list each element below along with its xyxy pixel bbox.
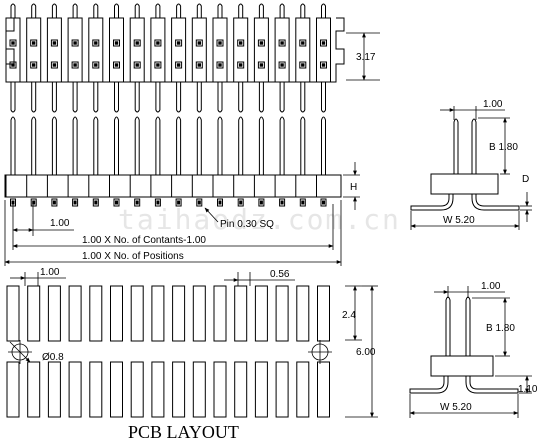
pcb-pad-pair xyxy=(110,285,123,418)
dim-d xyxy=(520,192,532,222)
pcb-pad-pair xyxy=(151,285,165,418)
dim-w-bottom-label: W 5.20 xyxy=(440,402,472,413)
dim-pad-length xyxy=(345,285,362,341)
pcb-pad-pair xyxy=(68,285,82,418)
top-pin xyxy=(109,3,124,113)
front-pin xyxy=(109,116,120,207)
top-pin xyxy=(129,3,145,113)
pcb-pad-pair xyxy=(213,285,227,418)
top-pin xyxy=(191,3,207,113)
front-pin xyxy=(46,116,58,207)
pin-note-label: Pin 0.30 SQ xyxy=(220,219,274,230)
dim-b-top xyxy=(478,117,510,175)
pcb-pad-pair xyxy=(275,285,289,418)
pcb-hole-left xyxy=(8,340,32,364)
dim-w-top xyxy=(410,211,520,230)
dim-pad-width xyxy=(224,272,295,286)
dim-pitch-top xyxy=(12,204,74,236)
front-view-pins xyxy=(5,116,327,207)
top-pin xyxy=(171,3,187,113)
pcb-pad-pair xyxy=(6,285,20,418)
pcb-pad-pair xyxy=(192,285,206,418)
dim-pad-width-label: 0.56 xyxy=(270,269,290,280)
pin-note-leader xyxy=(204,207,219,223)
dim-overall-label: 6.00 xyxy=(356,347,376,358)
top-pin xyxy=(26,3,42,113)
dim-d-label: D xyxy=(522,174,529,185)
dim-overall xyxy=(345,285,378,418)
front-pin xyxy=(67,116,79,207)
front-pin xyxy=(26,116,37,207)
pcb-pads xyxy=(6,285,330,418)
pcb-pad-pair xyxy=(130,285,144,418)
pcb-pad-pair xyxy=(172,285,186,418)
pcb-pad-pair xyxy=(296,285,310,418)
top-pin xyxy=(88,3,104,113)
pcb-hole-right xyxy=(308,340,332,364)
dim-pitch-side-top xyxy=(440,106,505,120)
dim-w-bottom xyxy=(409,394,519,418)
top-pin xyxy=(274,3,290,113)
side-view-bottom xyxy=(409,296,519,394)
top-view-pins xyxy=(5,3,331,113)
top-pin xyxy=(5,3,21,113)
front-pin xyxy=(295,116,306,207)
top-pin xyxy=(316,3,331,113)
dim-row-pitch-label: 3.17 xyxy=(356,52,376,63)
pcb-pad-pair xyxy=(47,285,61,418)
side-view-top xyxy=(410,118,520,211)
front-pin xyxy=(233,116,244,207)
pcb-pad-pair xyxy=(27,285,41,418)
top-view-housing xyxy=(5,17,345,83)
dim-b-bottom xyxy=(472,297,510,357)
dim-b-top-label: B 1.80 xyxy=(489,142,518,153)
front-pin xyxy=(212,116,223,207)
dim-hole-label: Ø0.8 xyxy=(42,352,64,363)
dim-standoff xyxy=(495,375,532,394)
pcb-pad-pair xyxy=(254,285,268,418)
dim-pitch-side-bottom xyxy=(434,286,505,298)
front-pin xyxy=(5,116,16,207)
watermark: taihaodz.com.cn xyxy=(118,203,401,236)
top-pin xyxy=(150,3,166,113)
front-pin xyxy=(191,116,203,207)
top-pin xyxy=(46,3,62,113)
top-pin xyxy=(67,3,83,113)
front-pin xyxy=(150,116,161,207)
front-pin xyxy=(316,116,327,207)
top-pin xyxy=(233,3,249,113)
dim-contacts-label: 1.00 X No. of Contants-1.00 xyxy=(82,235,206,246)
front-pin xyxy=(88,116,99,207)
pcb-pad-pair xyxy=(234,285,248,418)
dim-pitch-side-top-label: 1.00 xyxy=(483,99,503,110)
dim-pitch-side-bottom-label: 1.00 xyxy=(481,281,501,292)
dim-w-top-label: W 5.20 xyxy=(443,215,475,226)
dim-pcb-pitch xyxy=(10,272,66,286)
pcb-pad-pair xyxy=(89,285,103,418)
dim-height-label: H xyxy=(350,182,357,193)
dim-b-bottom-label: B 1.80 xyxy=(486,323,515,334)
front-view-housing xyxy=(4,174,342,198)
dim-standoff-label: 1.10 xyxy=(518,384,538,395)
top-pin xyxy=(253,3,269,113)
pcb-layout-title: PCB LAYOUT xyxy=(128,422,239,441)
front-pin xyxy=(253,116,265,207)
dim-pitch-top-label: 1.00 xyxy=(50,218,70,229)
dim-pad-length-label: 2.4 xyxy=(342,310,356,321)
dim-row-pitch xyxy=(346,32,380,81)
front-pin xyxy=(274,116,286,207)
dim-positions-label: 1.00 X No. of Positions xyxy=(82,251,184,262)
pcb-pad-pair xyxy=(317,285,330,418)
top-pin xyxy=(212,3,228,113)
front-pin xyxy=(129,116,141,207)
dim-positions xyxy=(4,200,342,266)
dim-height xyxy=(343,162,360,210)
dim-pcb-pitch-label: 1.00 xyxy=(40,267,60,278)
top-pin xyxy=(295,3,311,113)
dim-contacts xyxy=(12,204,334,250)
front-pin xyxy=(171,116,182,207)
